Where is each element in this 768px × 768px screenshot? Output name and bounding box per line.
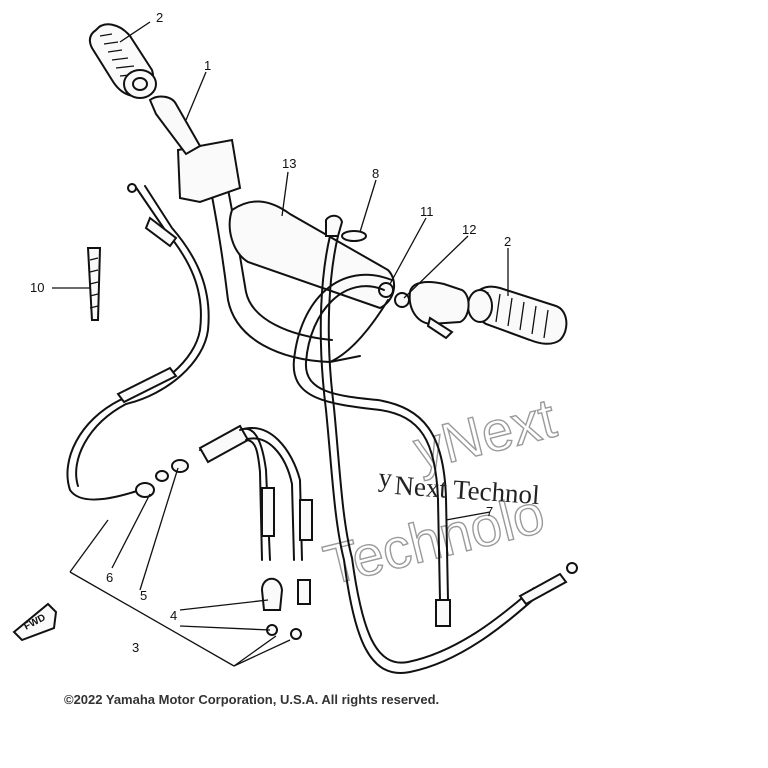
callout-3: 3	[132, 640, 139, 655]
callout-1: 1	[204, 58, 211, 73]
callout-2-left: 2	[156, 10, 163, 25]
fwd-arrow-icon: FWD	[12, 602, 58, 642]
callout-13: 13	[282, 156, 296, 171]
watermark-small-prefix: y	[378, 462, 394, 493]
callout-8: 8	[372, 166, 379, 181]
callout-4: 4	[170, 608, 177, 623]
leader-group-bracket	[69, 519, 291, 667]
cables	[66, 183, 578, 674]
callout-6: 6	[106, 570, 113, 585]
cable-strap	[86, 247, 102, 321]
throttle-housing	[378, 281, 470, 340]
callout-12: 12	[462, 222, 476, 237]
left-grip	[88, 23, 157, 99]
leader-lines	[52, 21, 509, 631]
handlebar	[204, 159, 396, 363]
callouts: 2 1 13 8 11 12 2 10 6 5 4 3 7	[30, 10, 511, 655]
copyright-notice: ©2022 Yamaha Motor Corporation, U.S.A. A…	[64, 692, 439, 707]
watermark-small-text: Next Technol	[394, 470, 541, 510]
callout-5: 5	[140, 588, 147, 603]
right-grip	[467, 285, 568, 345]
left-lever-bracket	[148, 95, 242, 204]
callout-11: 11	[420, 204, 434, 219]
cable-adjuster-fitting	[325, 214, 367, 242]
callout-10: 10	[30, 280, 44, 295]
callout-7: 7	[486, 504, 493, 519]
callout-2-right: 2	[504, 234, 511, 249]
watermark-line-1: yNext	[408, 386, 563, 482]
